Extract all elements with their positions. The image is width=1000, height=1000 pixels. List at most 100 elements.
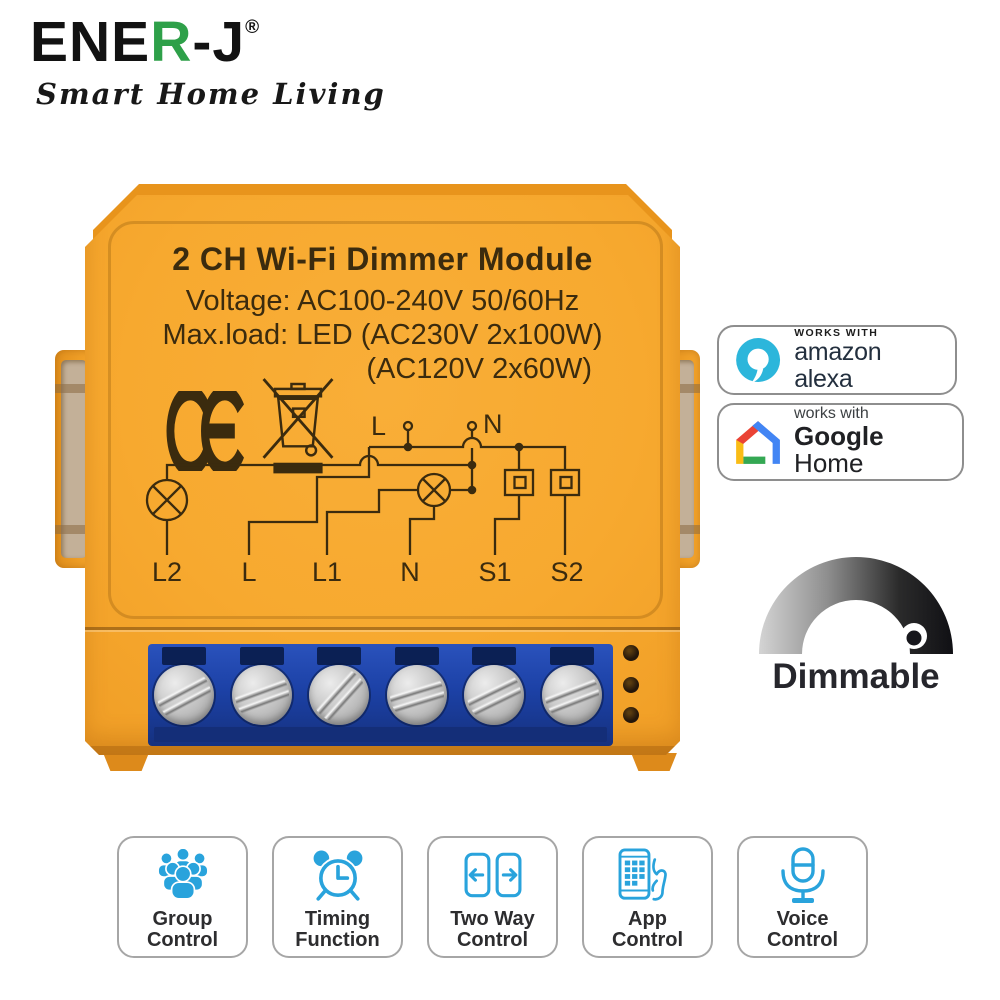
brand-logo: ENER-J® Smart Home Living	[30, 14, 386, 112]
bin-wheel	[304, 444, 318, 457]
weee-bin-icon	[262, 378, 334, 474]
mounting-tab-notch	[55, 525, 93, 534]
junction-dot	[514, 442, 524, 452]
device-voltage-line: Voltage: AC100-240V 50/60Hz	[185, 285, 580, 317]
junction-dot	[467, 485, 477, 495]
google-brand-text: Google Home	[794, 421, 948, 479]
terminal-slot	[162, 647, 206, 665]
two-way-icon	[464, 847, 522, 905]
group-icon	[154, 847, 212, 905]
brand-wordmark: ENER-J®	[30, 14, 386, 71]
feature-card-group-control: Group Control	[117, 836, 248, 958]
device-title: 2 CH Wi-Fi Dimmer Module	[172, 241, 593, 277]
terminal-dot-N	[466, 420, 478, 432]
alexa-works-with-text: WORKS WITH	[794, 327, 879, 340]
alarm-clock-icon	[311, 847, 365, 905]
google-home-icon	[736, 421, 780, 464]
terminal-slot	[317, 647, 361, 665]
wiring-label-L: L	[241, 557, 256, 587]
feature-card-app-control: App Control	[582, 836, 713, 958]
terminal-block	[148, 644, 613, 746]
ce-letter-e	[201, 391, 244, 471]
wire-N-stub	[408, 506, 436, 555]
feature-label: Timing Function	[295, 908, 380, 952]
weee-underline-bar	[273, 462, 323, 474]
switch-symbol-1	[503, 468, 535, 497]
ce-mark: CE	[166, 391, 244, 471]
brand-wordmark-part2: R	[150, 10, 193, 74]
device-label-text: 2 CH Wi-Fi Dimmer Module Voltage: AC100-…	[85, 241, 680, 387]
feature-label: Voice Control	[766, 908, 839, 952]
wiring-label-S2: S2	[550, 557, 583, 587]
wiring-label-L2: L2	[152, 557, 182, 587]
feature-label: Group Control	[146, 908, 219, 952]
wire-L-feed	[247, 447, 371, 555]
brand-wordmark-part3: -J	[192, 10, 246, 74]
device-case-seam	[85, 627, 680, 630]
switch-symbol-1-inner	[513, 475, 527, 490]
wiring-label-top-L: L	[371, 411, 386, 441]
brand-wordmark-part1: ENE	[30, 10, 151, 74]
junction-dot	[467, 460, 477, 470]
dimmer-knob-icon	[759, 557, 953, 654]
wiring-diagram: L N L2 L L1 N S1 S2	[145, 409, 584, 587]
mounting-tab-notch	[662, 525, 700, 534]
junction-dot	[403, 442, 413, 452]
works-with-google-home-badge: works with Google Home	[717, 403, 964, 481]
device-case-seam-highlight	[85, 630, 680, 632]
wiring-label-L1: L1	[312, 557, 342, 587]
device-body: 2 CH Wi-Fi Dimmer Module Voltage: AC100-…	[85, 195, 680, 755]
google-brand-rest: Home	[794, 448, 864, 479]
wire-S1	[493, 447, 521, 555]
feature-card-voice-control: Voice Control	[737, 836, 868, 958]
device-maxload-line1: Max.load: LED (AC230V 2x100W)	[162, 319, 603, 352]
terminal-slot	[395, 647, 439, 665]
wiring-label-S1: S1	[478, 557, 511, 587]
terminal-screw	[154, 665, 214, 725]
switch-symbol-2	[549, 468, 581, 497]
works-with-alexa-badge: WORKS WITH amazon alexa	[717, 325, 957, 395]
reset-hole	[623, 677, 639, 693]
feature-card-timing-function: Timing Function	[272, 836, 403, 958]
device-foot-left	[103, 753, 149, 771]
feature-card-two-way-control: Two Way Control	[427, 836, 558, 958]
device-bottom-edge	[85, 746, 680, 755]
mounting-tab-notch	[662, 384, 700, 393]
terminal-block-lip	[154, 727, 607, 742]
google-works-with-text: works with	[794, 405, 869, 423]
wire-live-bus	[369, 436, 567, 470]
wire-lamp1-return	[165, 454, 472, 480]
brand-tagline: Smart Home Living	[36, 77, 386, 111]
app-icon	[618, 847, 678, 905]
reset-hole	[623, 645, 639, 661]
wire-L1	[325, 488, 418, 555]
dimmable-label: Dimmable	[772, 657, 940, 696]
mounting-tab-notch	[55, 384, 93, 393]
wiring-label-N: N	[400, 557, 420, 587]
device-maxload-line2: (AC120V 2x60W)	[366, 353, 592, 386]
wiring-label-top-N: N	[483, 409, 503, 439]
feature-label: App Control	[611, 908, 684, 952]
terminal-screw	[232, 665, 292, 725]
prohibition-cross	[262, 378, 334, 459]
google-brand-bold: Google	[794, 421, 884, 452]
terminal-screw	[387, 665, 447, 725]
voice-icon	[777, 847, 829, 905]
device-foot-right	[631, 753, 677, 771]
terminal-slot	[550, 647, 594, 665]
terminal-screw	[309, 665, 369, 725]
lamp-symbol-2-cross	[422, 478, 446, 502]
terminal-dot-L	[402, 420, 414, 432]
reset-hole	[623, 707, 639, 723]
terminal-slot	[472, 647, 516, 665]
switch-symbol-2-inner	[559, 475, 573, 490]
ce-letter-c	[166, 391, 210, 471]
alexa-brand-text: amazon alexa	[794, 338, 882, 393]
registered-trademark-icon: ®	[245, 17, 261, 38]
dimmer-module-product: 2 CH Wi-Fi Dimmer Module Voltage: AC100-…	[55, 184, 700, 788]
terminal-slot	[240, 647, 284, 665]
terminal-screw	[464, 665, 524, 725]
device-face-panel	[108, 221, 663, 619]
alexa-icon	[736, 338, 781, 382]
